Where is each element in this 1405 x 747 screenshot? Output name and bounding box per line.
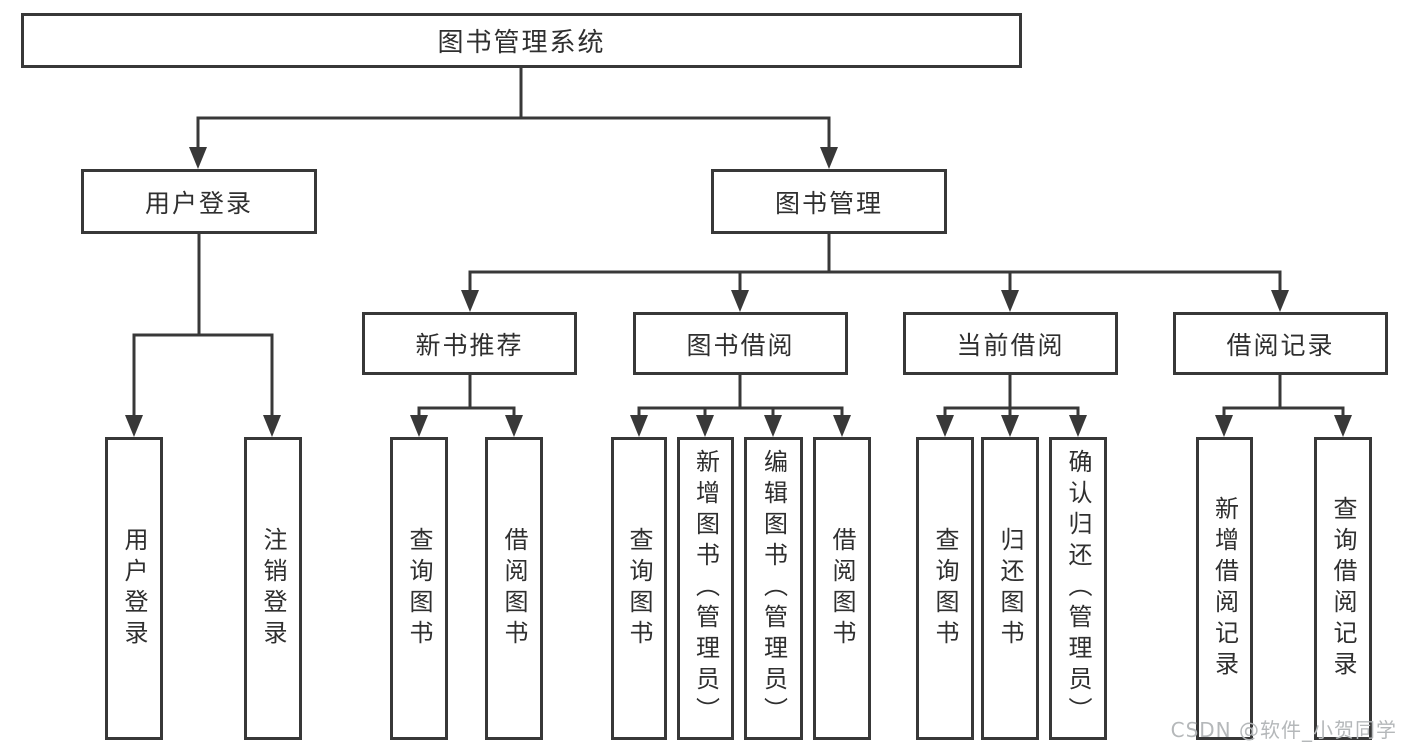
leaf-user-login: 用户登录 — [105, 437, 163, 740]
node-current-borrowing: 当前借阅 — [903, 312, 1118, 375]
node-book-management-label: 图书管理 — [774, 188, 883, 218]
leaf-confirm-return-admin-label: 确认归还（管理员） — [1064, 449, 1092, 728]
leaf-edit-books-admin-label: 编辑图书（管理员） — [759, 449, 788, 728]
leaf-edit-books-admin: 编辑图书（管理员） — [744, 437, 803, 740]
leaf-query-books-current-label: 查询图书 — [931, 526, 959, 651]
node-current-borrowing-label: 当前借阅 — [956, 330, 1065, 360]
leaf-query-books-borrowing: 查询图书 — [611, 437, 667, 740]
leaf-confirm-return-admin: 确认归还（管理员） — [1049, 437, 1107, 740]
leaf-borrow-books: 借阅图书 — [813, 437, 871, 740]
node-book-borrowing-label: 图书借阅 — [686, 330, 795, 360]
node-book-management: 图书管理 — [711, 169, 947, 234]
leaf-borrow-books-recommend: 借阅图书 — [485, 437, 543, 740]
node-borrowing-records-label: 借阅记录 — [1226, 330, 1335, 360]
leaf-query-books-recommend: 查询图书 — [390, 437, 448, 740]
node-new-book-recommend: 新书推荐 — [362, 312, 577, 375]
arrowheads — [125, 147, 1352, 437]
leaf-query-borrow-record: 查询借阅记录 — [1314, 437, 1372, 740]
leaf-user-login-label: 用户登录 — [120, 526, 148, 651]
leaf-query-books-recommend-label: 查询图书 — [405, 526, 433, 651]
leaf-return-books-label: 归还图书 — [996, 526, 1024, 651]
node-user-login-label: 用户登录 — [144, 188, 253, 218]
leaf-return-books: 归还图书 — [981, 437, 1039, 740]
node-root-system: 图书管理系统 — [21, 13, 1022, 68]
leaf-borrow-books-label: 借阅图书 — [828, 526, 856, 651]
node-root-label: 图书管理系统 — [437, 28, 606, 58]
leaf-add-books-admin: 新增图书（管理员） — [677, 437, 734, 740]
leaf-logout: 注销登录 — [244, 437, 302, 740]
leaf-query-borrow-record-label: 查询借阅记录 — [1329, 495, 1357, 682]
leaf-add-borrow-record-label: 新增借阅记录 — [1210, 495, 1239, 682]
leaf-logout-label: 注销登录 — [259, 526, 287, 651]
leaf-query-books-current: 查询图书 — [916, 437, 974, 740]
node-user-login: 用户登录 — [81, 169, 317, 234]
csdn-watermark: CSDN @软件_小贺同学 — [1170, 718, 1397, 742]
node-new-book-recommend-label: 新书推荐 — [415, 330, 524, 360]
leaf-borrow-books-recommend-label: 借阅图书 — [500, 526, 528, 651]
leaf-query-books-borrowing-label: 查询图书 — [625, 526, 653, 651]
leaf-add-borrow-record: 新增借阅记录 — [1196, 437, 1253, 740]
leaf-add-books-admin-label: 新增图书（管理员） — [691, 449, 720, 728]
node-book-borrowing: 图书借阅 — [633, 312, 848, 375]
node-borrowing-records: 借阅记录 — [1173, 312, 1388, 375]
